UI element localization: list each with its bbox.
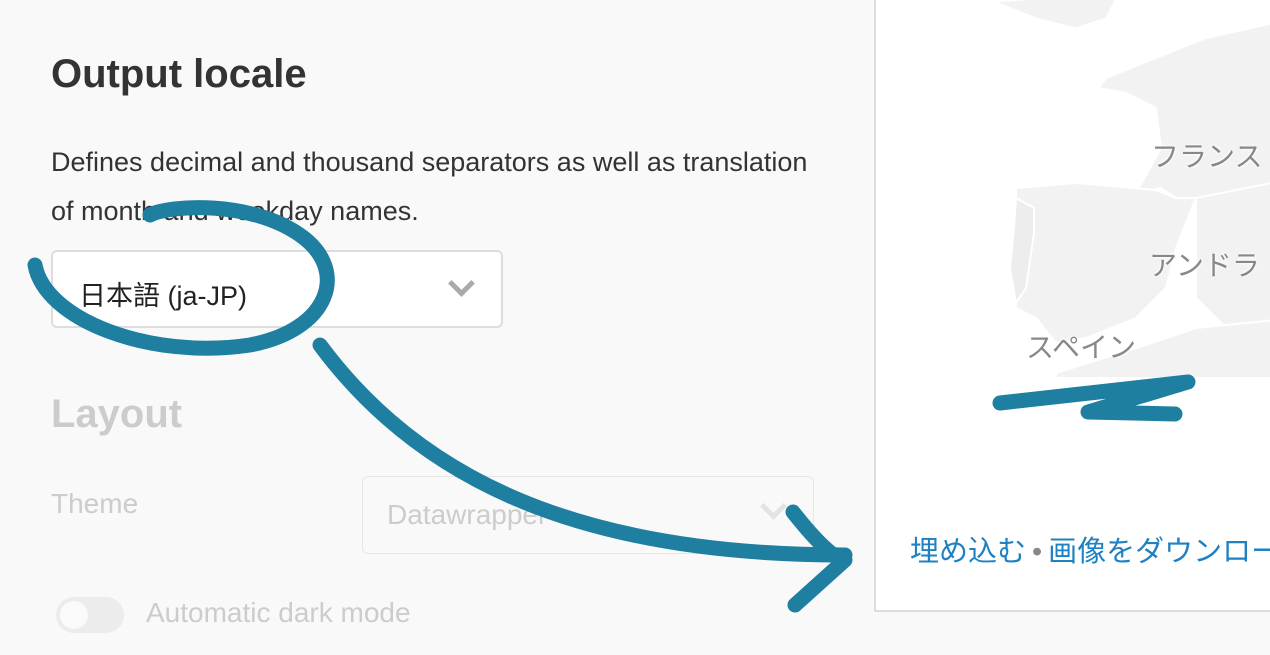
map (995, 0, 1270, 379)
map-france (1096, 22, 1270, 207)
embed-link[interactable]: 埋め込む (910, 536, 1027, 568)
chart-preview: フランス アンドラ スペイン 埋め込む•画像をダウンロード (874, 0, 1270, 612)
dark-mode-label: Automatic dark mode (146, 597, 411, 628)
map-britain (995, 0, 1116, 29)
map-label-france: フランス (1151, 141, 1263, 172)
dark-mode-toggle[interactable] (56, 597, 124, 633)
theme-select-value: Datawrapper (387, 499, 548, 530)
theme-label: Theme (51, 488, 139, 519)
separator: • (1032, 536, 1043, 568)
theme-select[interactable]: Datawrapper (362, 476, 814, 554)
locale-select-value: 日本語 (ja-JP) (79, 281, 247, 311)
layout-heading: Layout (51, 392, 183, 436)
output-locale-heading: Output locale (51, 52, 307, 96)
locale-select[interactable]: 日本語 (ja-JP) (51, 250, 503, 328)
toggle-knob (60, 601, 88, 629)
output-locale-description: Defines decimal and thousand separators … (51, 147, 808, 226)
map-portugal (1008, 196, 1035, 306)
chevron-down-icon (448, 270, 475, 297)
map-label-spain: スペイン (1026, 332, 1137, 363)
download-image-link[interactable]: 画像をダウンロード (1048, 536, 1270, 568)
chevron-down-icon (760, 493, 787, 520)
map-label-andorra: アンドラ (1149, 250, 1260, 281)
footer-links: 埋め込む•画像をダウンロード (910, 528, 1270, 570)
